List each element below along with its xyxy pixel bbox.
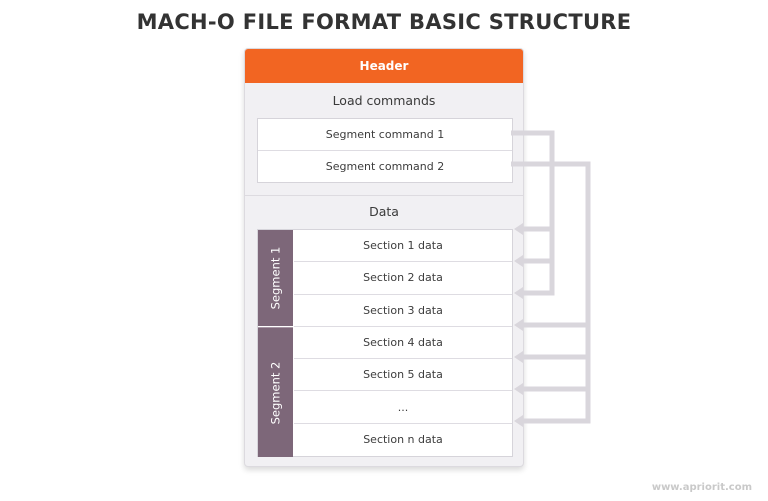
section-row: Section 3 data — [294, 295, 512, 327]
section-row: Section 1 data — [294, 230, 512, 263]
data-list: Segment 1 Segment 2 Section 1 data Secti… — [257, 229, 513, 457]
section-row: Section 4 data — [294, 327, 512, 360]
segment-command-1: Segment command 1 — [325, 128, 445, 141]
header-block: Header — [245, 49, 523, 83]
section-row: Section 2 data — [294, 262, 512, 295]
data-label: Data — [369, 204, 399, 219]
segment-2-text: Segment 2 — [268, 361, 283, 424]
section-row: Section 5 data — [294, 359, 512, 392]
load-commands-label: Load commands — [332, 93, 436, 108]
watermark: www.apriorit.com — [651, 482, 752, 493]
diagram-title: MACH-O FILE FORMAT BASIC STRUCTURE — [136, 10, 632, 34]
section-row: ... — [294, 391, 512, 424]
divider — [245, 195, 523, 196]
macho-file-structure: Header Load commands Segment command 1 S… — [244, 48, 524, 467]
segment-2-label: Segment 2 — [258, 327, 293, 457]
section-rows: Section 1 data Section 2 data Section 3 … — [294, 230, 512, 456]
load-commands-list: Segment command 1 Segment command 2 — [257, 118, 513, 183]
segment-1-text: Segment 1 — [268, 246, 283, 310]
segment-1-label: Segment 1 — [258, 230, 293, 326]
section-row: Section n data — [363, 433, 443, 447]
segment-command-2: Segment command 2 — [258, 150, 512, 182]
